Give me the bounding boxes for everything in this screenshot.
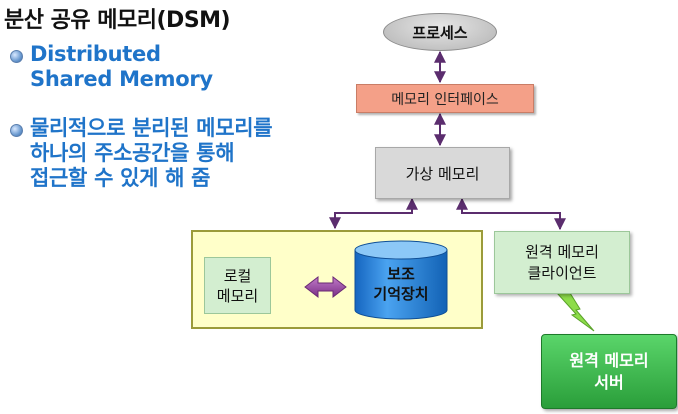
double-arrow-local-storage <box>304 275 347 299</box>
bullet-1-line-2: Shared Memory <box>30 67 213 91</box>
bullet-dot-icon <box>10 124 23 137</box>
bullet-item-1: Distributed Shared Memory <box>8 42 338 92</box>
arrow-virtual-client <box>456 197 566 231</box>
bullet-dot-icon <box>10 50 23 63</box>
bullet-2-line-2: 하나의 주소공간을 통해 <box>30 141 235 165</box>
lightning-bolt-icon <box>555 292 595 332</box>
bullet-2-line-3: 접근할 수 있게 해 줌 <box>30 166 211 190</box>
bullet-1-line-1: Distributed <box>30 42 161 66</box>
secondary-storage-label: 보조 기억장치 <box>373 265 429 303</box>
storage-cylinder-icon <box>354 240 448 320</box>
process-node: 프로세스 <box>383 13 497 51</box>
arrow-virtual-local <box>329 197 418 230</box>
virtual-memory-node: 가상 메모리 <box>375 147 510 199</box>
remote-memory-client-node: 원격 메모리 클라이언트 <box>494 231 630 294</box>
local-memory-node: 로컬 메모리 <box>204 257 271 314</box>
bullet-item-2: 물리적으로 분리된 메모리를 하나의 주소공간을 통해 접근할 수 있게 해 줌 <box>8 116 338 191</box>
remote-memory-server-node: 원격 메모리 서버 <box>541 334 677 409</box>
bullet-2-line-1: 물리적으로 분리된 메모리를 <box>30 116 273 140</box>
memory-interface-node: 메모리 인터페이스 <box>356 84 534 113</box>
page-title: 분산 공유 메모리(DSM) <box>4 8 231 33</box>
